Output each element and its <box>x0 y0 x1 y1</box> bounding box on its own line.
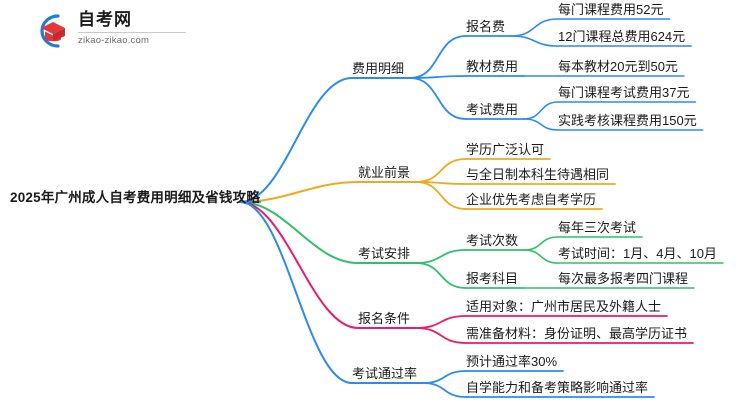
leaf-fees-2-1[interactable]: 实践考核课程费用150元 <box>558 112 697 128</box>
node-employment-1[interactable]: 与全日制本科生待遇相同 <box>466 166 610 182</box>
node-passrate-0[interactable]: 预计通过率30% <box>466 353 558 369</box>
node-employment-2[interactable]: 企业优先考虑自考学历 <box>466 191 597 207</box>
site-logo: 自考网 zikao-zikao.com <box>30 8 190 54</box>
node-schedule-0[interactable]: 考试次数 <box>466 232 519 248</box>
leaf-fees-2-0[interactable]: 每门课程考试费用37元 <box>558 84 690 100</box>
node-requirements-0[interactable]: 适用对象：广州市居民及外籍人士 <box>466 298 662 314</box>
node-fees-0[interactable]: 报名费 <box>466 18 506 34</box>
node-fees-1[interactable]: 教材费用 <box>466 58 519 74</box>
node-fees-2[interactable]: 考试费用 <box>466 101 519 117</box>
leaf-schedule-0-1[interactable]: 考试时间：1月、4月、10月 <box>558 245 717 261</box>
graduation-cap-icon <box>40 14 65 48</box>
node-employment-0[interactable]: 学历广泛认可 <box>466 141 545 157</box>
leaf-schedule-1-0[interactable]: 每次最多报考四门课程 <box>558 270 689 286</box>
logo-subtitle: zikao-zikao.com <box>78 35 150 46</box>
node-requirements-1[interactable]: 需准备材料：身份证明、最高学历证书 <box>466 325 688 341</box>
node-schedule-1[interactable]: 报考科目 <box>466 270 519 286</box>
branch-label-employment[interactable]: 就业前景 <box>358 164 411 180</box>
logo-divider <box>78 32 186 33</box>
leaf-fees-1-0[interactable]: 每本教材20元到50元 <box>558 58 678 74</box>
branch-label-fees[interactable]: 费用明细 <box>352 60 405 76</box>
leaf-fees-0-1[interactable]: 12门课程总费用624元 <box>558 28 686 44</box>
branch-label-schedule[interactable]: 考试安排 <box>358 245 411 261</box>
branch-label-passrate[interactable]: 考试通过率 <box>352 365 418 381</box>
node-passrate-1[interactable]: 自学能力和备考策略影响通过率 <box>466 379 649 395</box>
root-node[interactable]: 2025年广州成人自考费用明细及省钱攻略 <box>10 190 261 206</box>
leaf-schedule-0-0[interactable]: 每年三次考试 <box>558 219 637 235</box>
logo-title: 自考网 <box>78 10 132 29</box>
branch-label-requirements[interactable]: 报名条件 <box>358 310 411 326</box>
logo-text: 自考网 zikao-zikao.com <box>78 10 190 47</box>
leaf-fees-0-0[interactable]: 每门课程费用52元 <box>558 1 664 17</box>
